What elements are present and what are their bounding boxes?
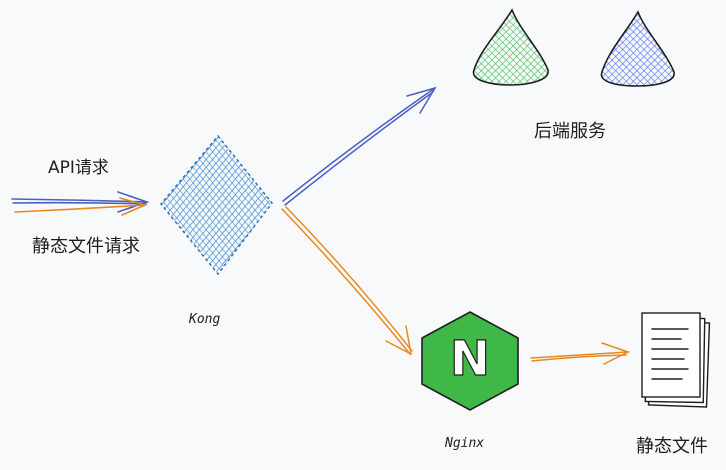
nginx-logo-letter: N xyxy=(450,331,490,387)
kong-label: Kong xyxy=(189,312,221,327)
kong-to-nginx-arrow xyxy=(281,206,413,356)
kong-diamond-icon xyxy=(160,134,273,276)
nginx-label: Nginx xyxy=(445,436,485,451)
kong-to-backend-arrow xyxy=(282,86,437,206)
api-request-label: API请求 xyxy=(48,158,109,178)
backend-green-cone-icon xyxy=(472,8,549,86)
static-request-label: 静态文件请求 xyxy=(32,236,140,257)
nginx-to-files-arrow xyxy=(530,342,630,365)
document-stack-icon xyxy=(641,312,711,408)
static-request-arrow xyxy=(14,197,148,216)
backend-label: 后端服务 xyxy=(534,121,606,142)
nginx-logo-icon: N xyxy=(421,311,519,411)
static-files-label: 静态文件 xyxy=(636,436,708,457)
backend-blue-cone-icon xyxy=(600,10,675,87)
